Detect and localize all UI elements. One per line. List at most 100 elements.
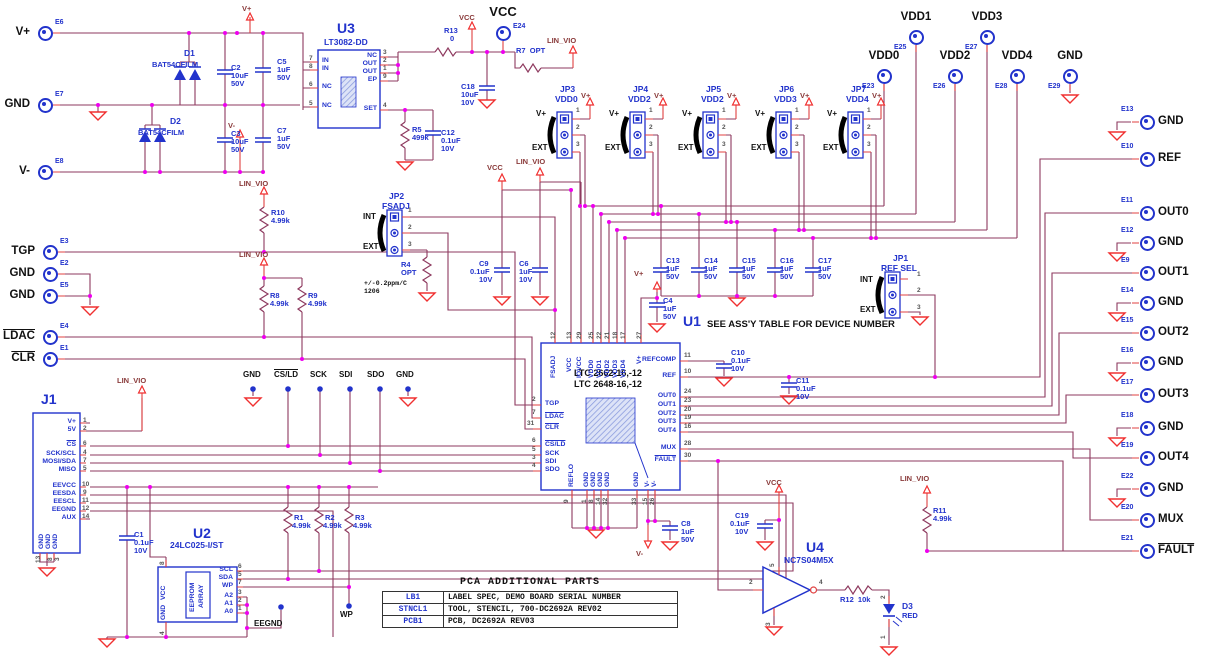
label-r10: R10 [271, 208, 285, 217]
testpoint-id-E14: E14 [1121, 287, 1134, 294]
label-v-: V- [651, 480, 658, 487]
label-2: 2 [722, 124, 726, 131]
label-50v: 50V [277, 73, 291, 82]
label-3: 3 [576, 141, 580, 148]
label-cs-ld: CS/LD [274, 370, 298, 379]
label-50v: 50V [231, 145, 245, 154]
label-6: 6 [309, 81, 313, 88]
label-2: 2 [238, 597, 242, 604]
label-ext: EXT [823, 143, 839, 152]
label-50v: 50V [666, 272, 680, 281]
label-30: 30 [684, 452, 692, 459]
label-int: INT [363, 212, 376, 221]
label-10v: 10V [441, 144, 455, 153]
label-31: 31 [527, 420, 535, 427]
label-lin-vio: LIN_VIO [516, 157, 546, 166]
label-ext: EXT [678, 143, 694, 152]
testpoint-id-E16: E16 [1121, 347, 1134, 354]
label-10v: 10V [461, 98, 475, 107]
label-sdo: SDO [545, 466, 560, 473]
label-gnd: GND [160, 604, 167, 620]
label-7: 7 [532, 409, 536, 416]
label-eegnd: EEGND [254, 619, 283, 628]
label-7: 7 [238, 579, 242, 586]
label--0-2ppm-c: +/-0.2ppm/C [364, 280, 407, 287]
label-ltc-2662-16-12: LTC 2662-16,-12 [574, 368, 642, 378]
label-gnd: GND [604, 471, 611, 487]
label-0-1uf: 0.1uF [730, 519, 750, 528]
label-c11: C11 [796, 376, 810, 385]
testpoint-name-E20: MUX [1158, 513, 1184, 525]
label-c3: C3 [231, 129, 241, 138]
testpoint-id-E10: E10 [1121, 143, 1134, 150]
testpoint-name-E7: GND [4, 98, 30, 110]
label-eevcc: EEVCC [52, 482, 76, 489]
diode-d2 [139, 128, 166, 142]
testpoint-name-E12: GND [1158, 236, 1184, 248]
label-r3: R3 [355, 513, 365, 522]
label-10v: 10V [519, 275, 533, 284]
label-3: 3 [383, 49, 387, 56]
label-1: 1 [576, 107, 580, 114]
label-refcomp: REFCOMP [642, 356, 676, 363]
label-opt: OPT [401, 268, 417, 277]
label-vcc: VCC [459, 13, 475, 22]
label-10: 10 [82, 481, 90, 488]
label-d1: D1 [184, 48, 195, 58]
label-1: 1 [83, 417, 87, 424]
testpoint-name-E6: V+ [15, 26, 30, 38]
label-18: 18 [612, 331, 619, 339]
label-0-1uf: 0.1uF [470, 267, 490, 276]
label-4: 4 [383, 102, 387, 109]
label-j1: J1 [41, 391, 57, 407]
testpoint-id-E3: E3 [60, 238, 69, 245]
label-0-1uf: 0.1uF [134, 538, 154, 547]
label-set: SET [363, 105, 377, 112]
testpoint-E27 [979, 29, 995, 45]
label-4-99k: 4.99k [271, 216, 290, 225]
testpoint-E1 [42, 351, 58, 367]
u1-pad [585, 397, 636, 444]
testpoint-E7 [37, 97, 53, 113]
label-50v: 50V [780, 272, 794, 281]
testpoint-E12 [1139, 235, 1155, 251]
label-c12: C12 [441, 128, 455, 137]
testpoint-name-E29: GND [1057, 50, 1083, 62]
label-sck-scl: SCK/SCL [46, 450, 76, 457]
label-1: 1 [917, 271, 921, 278]
label-10uf: 10uF [461, 90, 479, 99]
label-9: 9 [383, 73, 387, 80]
label-sdi: SDI [339, 370, 353, 379]
label-0: 0 [450, 34, 455, 43]
label-4-99k: 4.99k [292, 521, 311, 530]
label-6: 6 [83, 440, 87, 447]
label-nc7s04m5x: NC7S04M5X [784, 555, 834, 565]
label-jp4: JP4 [633, 84, 649, 94]
label-c6: C6 [519, 259, 529, 268]
label-5: 5 [532, 446, 536, 453]
testpoint-E20 [1139, 512, 1155, 528]
testpoint-E2 [42, 266, 58, 282]
label-vdd4: VDD4 [846, 94, 869, 104]
testpoint-name-E3: TGP [11, 245, 35, 257]
wires [39, 32, 1139, 645]
testpoint-name-E9: OUT1 [1158, 266, 1189, 278]
label-26: 26 [649, 497, 656, 505]
label-5: 5 [238, 571, 242, 578]
label-u1: U1 [683, 313, 701, 329]
label-25: 25 [588, 331, 595, 339]
label-3: 3 [917, 304, 921, 311]
label-r2: R2 [325, 513, 335, 522]
testpoint-id-E26: E26 [933, 83, 946, 90]
testpoint-E11 [1139, 205, 1155, 221]
label-11: 11 [684, 352, 691, 359]
label-c14: C14 [704, 256, 718, 265]
label-2: 2 [383, 57, 387, 64]
label-1: 1 [383, 65, 387, 72]
label-wp: WP [340, 610, 353, 619]
label-50v: 50V [663, 312, 677, 321]
label-c7: C7 [277, 126, 287, 135]
label-ext: EXT [860, 305, 876, 314]
